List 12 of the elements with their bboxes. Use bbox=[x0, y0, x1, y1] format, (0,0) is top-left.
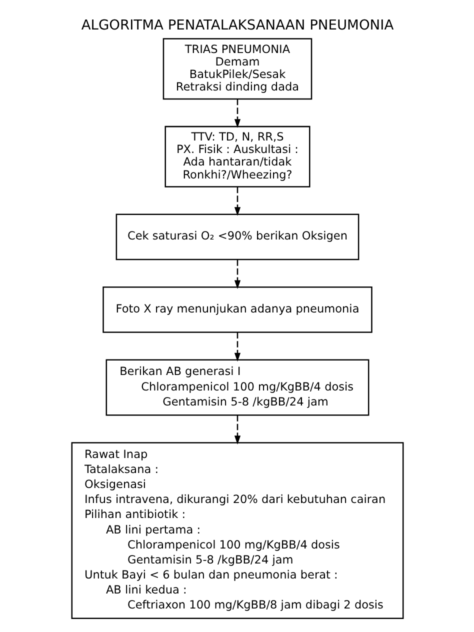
arrow bbox=[234, 415, 240, 444]
arrow bbox=[234, 260, 240, 290]
node-box: Foto X ray menunjukan adanya pneumonia bbox=[102, 286, 372, 333]
node-box: TTV: TD, N, RR,S PX. Fisik : Auskultasi : Ada hantaran/tidak Ronkhi?/Wheezing? bbox=[164, 126, 310, 188]
arrow bbox=[234, 99, 240, 128]
node-box: Cek saturasi O₂ <90% berikan Oksigen bbox=[115, 214, 359, 260]
diagram-title: ALGORITMA PENATALAKSANAAN PNEUMONIA bbox=[80, 18, 394, 34]
node-box: Berikan AB generasi I Chlorampenicol 100 mg/KgBB/4 dosis Gentamisin 5-8 /kgBB/24 jam bbox=[105, 359, 369, 416]
arrow bbox=[234, 186, 240, 216]
arrow bbox=[234, 332, 240, 362]
node-box: TRIAS PNEUMONIA Demam BatukPilek/Sesak Retraksi dinding dada bbox=[162, 38, 312, 100]
node-box: Rawat Inap Tatalaksana : Oksigenasi Infus intravena, dikurangi 20% dari kebutuhan cairan Pilihan antibiotik : AB lini pertama : Chlorampenicol 100 mg/KgBB/4 dosis Gentamisin 5-8 /kgBB/24 jam Untuk Bayi < 6 bulan dan pneumonia berat : AB lini kedua : Ceftriaxon 100 mg/KgBB/8 jam dibagi 2 dosis bbox=[70, 442, 404, 619]
